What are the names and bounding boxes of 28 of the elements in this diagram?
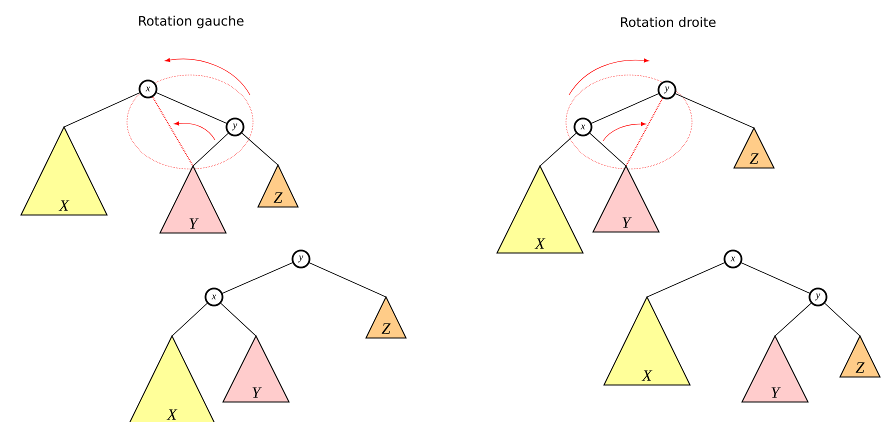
tree-edge [774,302,812,336]
tree-edge [741,262,810,294]
tree-node: x [204,288,224,306]
tree-edge [625,98,664,166]
tree-node: y [292,250,310,268]
tree-edge [172,302,208,336]
tree-edge [220,302,256,336]
tree-edge [152,96,194,166]
tree-edge [675,93,754,128]
tree-edge [646,262,725,298]
panel-title: Rotation droite [621,16,716,28]
tree-node: x [724,250,742,268]
tree-node: y [658,80,676,100]
tree-edge [242,132,278,166]
tree-edge [64,92,140,128]
tree-edge [222,262,293,294]
tree-edge [156,92,227,124]
tree-node: x [574,118,592,136]
panel-title: Rotation gauche [139,16,244,28]
tree-edge [540,132,576,166]
tree-node: x [138,80,158,98]
tree-node: y [808,288,828,306]
tree-edge [192,132,229,166]
tree-edge [590,132,626,166]
tree-edge [591,93,659,124]
tree-edge [309,262,386,298]
tree-node: y [226,118,244,136]
tree-edge [824,302,860,336]
